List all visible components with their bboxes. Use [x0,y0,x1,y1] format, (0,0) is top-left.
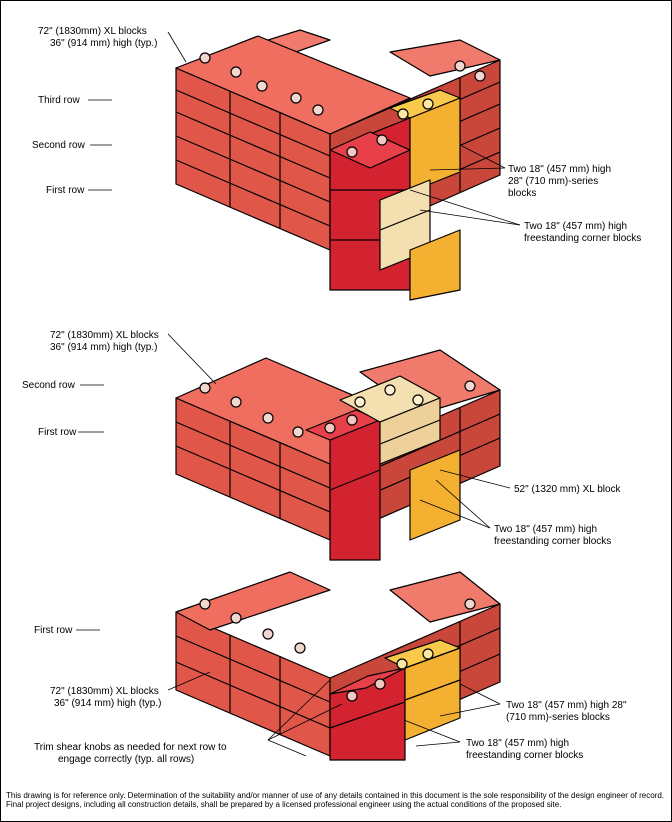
d3-trim-label-1: Trim shear knobs as needed for next row … [34,742,227,753]
d1-third-row-label: Third row [38,95,80,106]
d3-xl-label-1: 72" (1830mm) XL blocks [50,686,159,697]
d2-xl-label-1: 72" (1830mm) XL blocks [50,330,159,341]
d3-xl-label-2: 36" (914 mm) high (typ.) [54,698,161,709]
d1-series-label-1: Two 18" (457 mm) high [508,164,611,175]
disclaimer-text: This drawing is for reference only. Dete… [6,791,664,809]
d2-corner-label-1: Two 18" (457 mm) high [494,524,597,535]
diagram-3-one-row [175,571,501,761]
d1-series-label-2: 28" (710 mm)-series [508,176,598,187]
d3-series-label-1: Two 18" (457 mm) high 28" [506,700,627,711]
d3-series-label-2: (710 mm)-series blocks [506,712,610,723]
d1-xl-label-1: 72" (1830mm) XL blocks [38,26,147,37]
d1-first-row-label: First row [46,185,85,196]
d1-xl-label-2: 36" (914 mm) high (typ.) [50,38,157,49]
d2-52-block-label: 52" (1320 mm) XL block [514,484,622,495]
d1-second-row-label: Second row [32,140,86,151]
diagram-3-leaders [76,629,501,757]
d1-corner-label-2: freestanding corner blocks [524,233,641,244]
d3-corner-label-1: Two 18" (457 mm) high [466,738,569,749]
diagram-2-two-rows [175,349,501,561]
d2-corner-label-2: freestanding corner blocks [494,536,611,547]
d3-corner-label-2: freestanding corner blocks [466,750,583,761]
diagram-2-leaders [78,333,511,529]
d2-xl-label-2: 36" (914 mm) high (typ.) [50,342,157,353]
d3-trim-label-2: engage correctly (typ. all rows) [58,754,194,765]
d1-corner-label-1: Two 18" (457 mm) high [524,221,627,232]
diagram-1-three-rows [175,29,501,301]
d2-second-row-label: Second row [22,380,76,391]
d2-first-row-label: First row [38,427,77,438]
diagram-1-leaders [88,31,521,226]
d3-first-row-label: First row [34,625,73,636]
d1-series-label-3: blocks [508,188,536,199]
